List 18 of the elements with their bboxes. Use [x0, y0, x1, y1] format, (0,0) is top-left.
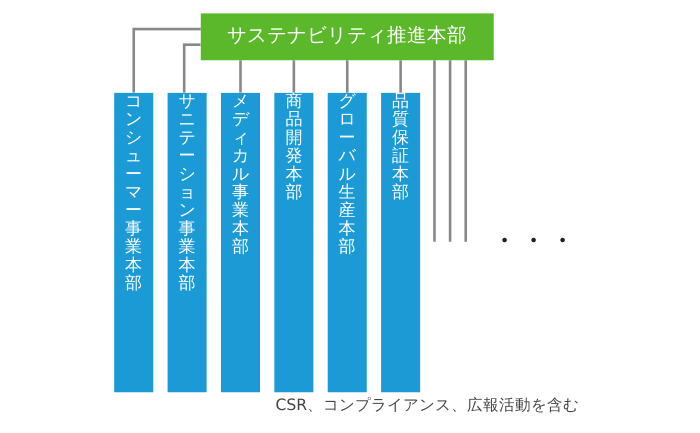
connector — [398, 60, 402, 93]
node-box: 商品開発本部 — [274, 92, 313, 392]
label: ・・・ — [489, 222, 576, 257]
node-box: 品質保証本部 — [380, 92, 420, 392]
connector — [432, 60, 436, 242]
node-box: コンシューマー事業本部 — [114, 92, 153, 392]
node-box: メディカル事業本部 — [220, 92, 260, 392]
connector — [182, 43, 200, 93]
connector — [448, 60, 451, 242]
node-box: サステナビリティ推進本部 — [200, 13, 494, 60]
connector — [238, 60, 242, 93]
caption: CSR、コンプライアンス、広報活動を含む — [274, 396, 579, 414]
node-box: サニテーション事業本部 — [167, 92, 206, 392]
node-box: グローバル生産本部 — [327, 92, 366, 392]
connector — [132, 28, 200, 92]
connector — [464, 60, 467, 242]
connector — [292, 60, 295, 93]
connector — [345, 60, 348, 93]
